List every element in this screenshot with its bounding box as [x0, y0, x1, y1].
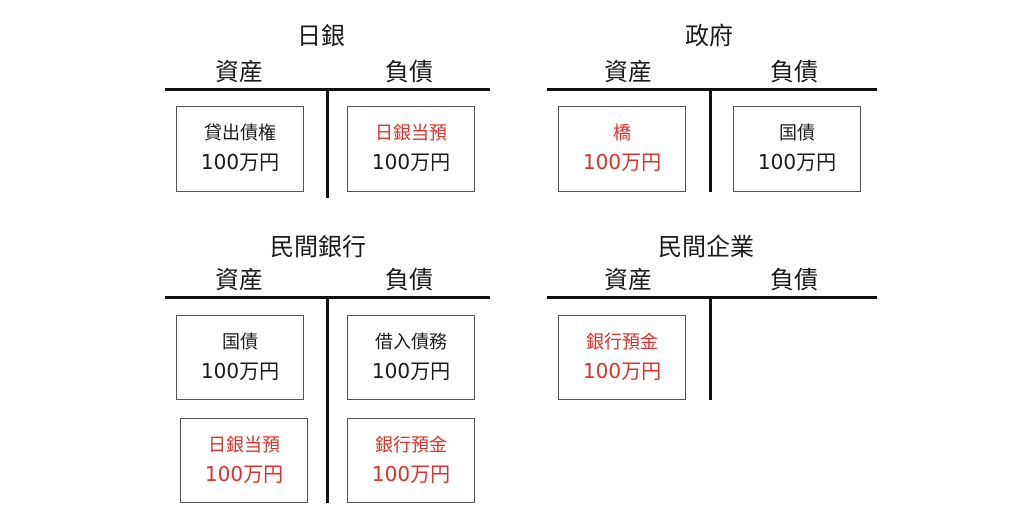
boj-t-vertical — [326, 88, 329, 198]
private-bank-t-vertical — [326, 296, 329, 503]
private-bank-asset-1-amount: 100万円 — [200, 358, 280, 383]
government-asset-label: 橋 — [613, 123, 631, 144]
private-bank-liabilities-header: 負債 — [385, 266, 433, 294]
private-bank-title: 民間銀行 — [270, 233, 366, 261]
government-title: 政府 — [685, 22, 733, 50]
boj-title: 日銀 — [297, 22, 345, 50]
boj-asset-amount: 100万円 — [200, 150, 280, 174]
private-company-liabilities-header: 負債 — [770, 266, 818, 294]
private-bank-liability-1-label: 借入債務 — [375, 331, 447, 353]
boj-asset-label: 貸出債権 — [204, 123, 276, 144]
government-t-horizontal — [547, 88, 877, 91]
boj-asset-box: 貸出債権 100万円 — [176, 106, 304, 192]
private-company-asset-amount: 100万円 — [582, 358, 662, 383]
private-bank-liability-box-1: 借入債務 100万円 — [347, 315, 475, 400]
government-liability-box: 国債 100万円 — [733, 106, 861, 192]
private-bank-asset-1-label: 国債 — [222, 331, 258, 353]
private-bank-liability-2-label: 銀行預金 — [375, 434, 447, 456]
boj-assets-header: 資産 — [215, 58, 263, 86]
government-t-vertical — [709, 88, 712, 192]
private-company-t-vertical — [709, 296, 712, 400]
government-liability-amount: 100万円 — [757, 150, 837, 174]
boj-liability-label: 日銀当預 — [375, 123, 447, 144]
private-company-asset-label: 銀行預金 — [586, 331, 658, 353]
private-bank-liability-1-amount: 100万円 — [371, 358, 451, 383]
government-assets-header: 資産 — [604, 58, 652, 86]
government-asset-box: 橋 100万円 — [558, 106, 686, 192]
government-liability-label: 国債 — [779, 123, 815, 144]
private-company-asset-box: 銀行預金 100万円 — [558, 315, 686, 400]
private-company-title: 民間企業 — [658, 233, 754, 261]
private-company-t-horizontal — [547, 296, 877, 299]
private-bank-asset-2-amount: 100万円 — [204, 461, 284, 486]
private-bank-asset-box-2: 日銀当預 100万円 — [180, 418, 308, 503]
boj-liability-box: 日銀当預 100万円 — [347, 106, 475, 192]
boj-liability-amount: 100万円 — [371, 150, 451, 174]
private-company-assets-header: 資産 — [604, 266, 652, 294]
private-bank-liability-2-amount: 100万円 — [371, 461, 451, 486]
government-liabilities-header: 負債 — [770, 58, 818, 86]
private-bank-assets-header: 資産 — [215, 266, 263, 294]
private-bank-asset-2-label: 日銀当預 — [208, 434, 280, 456]
boj-liabilities-header: 負債 — [385, 58, 433, 86]
private-bank-liability-box-2: 銀行預金 100万円 — [347, 418, 475, 503]
government-asset-amount: 100万円 — [582, 150, 662, 174]
private-bank-asset-box-1: 国債 100万円 — [176, 315, 304, 400]
